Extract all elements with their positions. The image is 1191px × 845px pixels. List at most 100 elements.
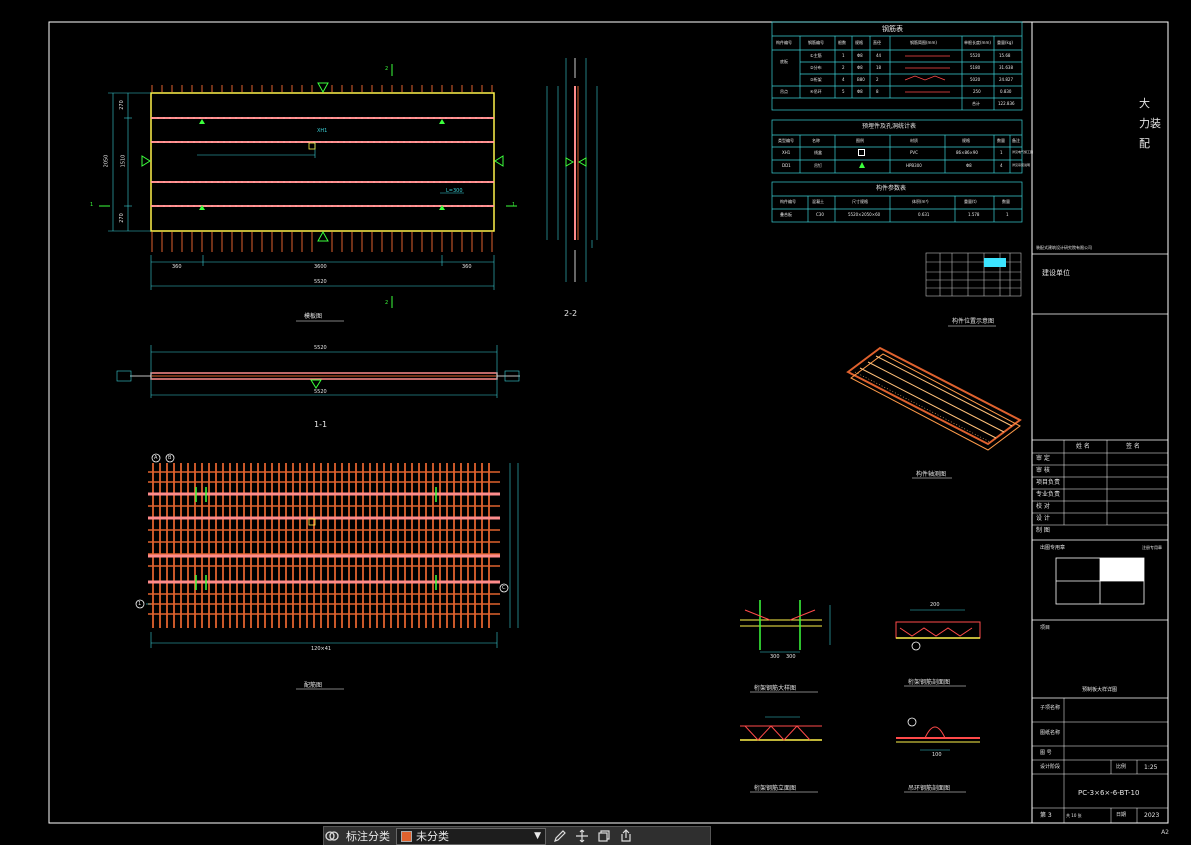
- section-mark-2-top: 2: [385, 66, 389, 72]
- embed-r1-c7: 详见电气施工图: [1012, 150, 1034, 154]
- copy-icon[interactable]: [596, 828, 612, 844]
- annotation-toolbar[interactable]: 标注分类 未分类 ▼: [323, 826, 711, 845]
- plan-rebar-ticks: [151, 85, 493, 252]
- layer-select-dropdown[interactable]: 未分类 ▼: [396, 827, 546, 845]
- rebar-r2-c3: 2: [842, 65, 845, 70]
- stamp-label: 出图专用章: [1040, 545, 1066, 551]
- embed-r2-c1: DD1: [782, 163, 791, 168]
- rebar-r3-c4: B80: [857, 77, 865, 82]
- param-r1-c2: C30: [816, 212, 824, 217]
- company-note: 装配式建筑设计研究院有限公司: [1036, 245, 1092, 250]
- sheet-size-mark: A2: [1161, 829, 1169, 836]
- plan-junction-box: [308, 142, 316, 150]
- caption-rebar-plan: 配筋图: [304, 682, 323, 689]
- rebar-header-8: 重量(kg): [997, 40, 1013, 45]
- embed-r1-c6: 1: [1000, 150, 1003, 155]
- rebar-r2-c7: 31.638: [999, 65, 1013, 70]
- caption-plan-top: 模板图: [304, 313, 323, 320]
- rebar-r3-c5: 2: [876, 77, 879, 82]
- export-icon[interactable]: [618, 828, 634, 844]
- year-value: 2023: [1144, 812, 1160, 819]
- plan-truss-lines: [151, 117, 494, 207]
- caption-detail-1: 桁架钢筋大样图: [754, 685, 797, 692]
- caption-section-1-1: 1-1: [314, 420, 328, 429]
- embed-header-3: 图例: [856, 138, 864, 143]
- chevron-down-icon[interactable]: ▼: [534, 831, 541, 841]
- scale-value: 1:25: [1144, 764, 1158, 771]
- sign-row-7: 制 图: [1036, 527, 1050, 534]
- rebar-r1-c6: 5520: [970, 53, 981, 58]
- rebar-header-3: 根数: [838, 40, 846, 45]
- rebar-r4-c2: ④吊环: [810, 89, 822, 94]
- sign-row-5: 校 对: [1036, 503, 1050, 510]
- dim-sec-len-b: 5520: [314, 389, 327, 395]
- project-name-label: 项目: [1040, 625, 1051, 631]
- detail-3: [740, 716, 822, 741]
- rebar-r4-c1: 吊点: [780, 89, 788, 94]
- rebar-header-6: 钢筋简图(mm): [910, 40, 937, 45]
- rebar-header-7: 单根长度(mm): [964, 40, 991, 45]
- rebar-total-value: 122.836: [998, 101, 1015, 106]
- rebar-r1-c2: ①主筋: [810, 53, 822, 58]
- rebar-header-5: 直径: [873, 40, 881, 45]
- axis-one-label: 1: [138, 601, 142, 607]
- info-row-4: 设计阶段: [1040, 764, 1061, 770]
- layers-icon[interactable]: [324, 828, 340, 844]
- rebar-r2-c6: 5180: [970, 65, 981, 70]
- rebar-r2-c4: Φ8: [857, 65, 863, 70]
- section-mark-1-right: 1: [512, 202, 516, 208]
- embed-note-2: XH1: [317, 128, 328, 134]
- detail-1: [740, 600, 831, 653]
- mesh-callouts: [135, 453, 509, 609]
- dim-seg-right: 360: [462, 264, 472, 270]
- lift-point-legend-icon: [859, 162, 865, 168]
- param-r1-c1: 叠合板: [780, 212, 792, 217]
- sign-row-2: 审 核: [1036, 467, 1050, 474]
- section-mark-2-bottom: 2: [385, 300, 389, 306]
- date-label: 日期: [1116, 812, 1127, 818]
- dim-h2: 1510: [120, 154, 127, 168]
- page-label: 第 3: [1040, 812, 1052, 819]
- layer-color-swatch: [401, 830, 412, 842]
- dim-seg-left: 360: [172, 264, 182, 270]
- param-header-1: 构件编号: [780, 199, 796, 204]
- section-1-1: [116, 345, 520, 398]
- dim-height-total: 2050: [103, 154, 110, 168]
- detail-2: [895, 609, 981, 651]
- rebar-r3-c6: 5020: [970, 77, 981, 82]
- move-icon[interactable]: [574, 828, 590, 844]
- rebar-r3-c2: ③桁架: [810, 77, 822, 82]
- edit-icon[interactable]: [552, 828, 568, 844]
- stamp-box: [1055, 557, 1145, 605]
- param-r1-c4: 0.631: [918, 212, 930, 217]
- param-header-6: 数量: [1002, 199, 1010, 204]
- mesh-green-marks: [195, 487, 437, 590]
- dim-sec-len: 5520: [314, 345, 327, 351]
- dim-detail-300b: 300: [786, 654, 796, 660]
- dim-detail-300a: 300: [770, 654, 780, 660]
- page-sub: 共 10 张: [1066, 813, 1082, 818]
- embed-header-1: 类型编号: [778, 138, 794, 143]
- embed-r2-c4: HPB300: [906, 163, 922, 168]
- embed-header-7: 备注: [1012, 138, 1020, 143]
- plan-dims: [108, 92, 495, 290]
- junction-box-legend-icon: [858, 149, 865, 156]
- rebar-r1-c3: 1: [842, 53, 845, 58]
- caption-section-2-2: 2-2: [564, 309, 578, 318]
- embed-r2-c6: 4: [1000, 163, 1003, 168]
- caption-detail-2: 桁架钢筋剖面图: [908, 679, 951, 686]
- rebar-r4-c4: Φ8: [857, 89, 863, 94]
- rebar-r4-c6: 250: [973, 89, 981, 94]
- embed-r1-c5: 86×86×90: [956, 150, 978, 155]
- info-row-2: 图纸名称: [1040, 730, 1061, 736]
- rebar-r4-c3: 5: [842, 89, 845, 94]
- project-label: 建设单位: [1042, 269, 1070, 277]
- rebar-r4-c5: 8: [876, 89, 879, 94]
- embed-r2-c2: 吊钉: [814, 163, 822, 168]
- param-table-lines: [771, 181, 1023, 223]
- embed-r2-c7: 详见吊装说明: [1012, 163, 1031, 167]
- rebar-total-label: 合计: [972, 101, 980, 106]
- param-header-3: 尺寸规格: [852, 199, 868, 204]
- caption-detail-3: 桁架钢筋立面图: [754, 785, 797, 792]
